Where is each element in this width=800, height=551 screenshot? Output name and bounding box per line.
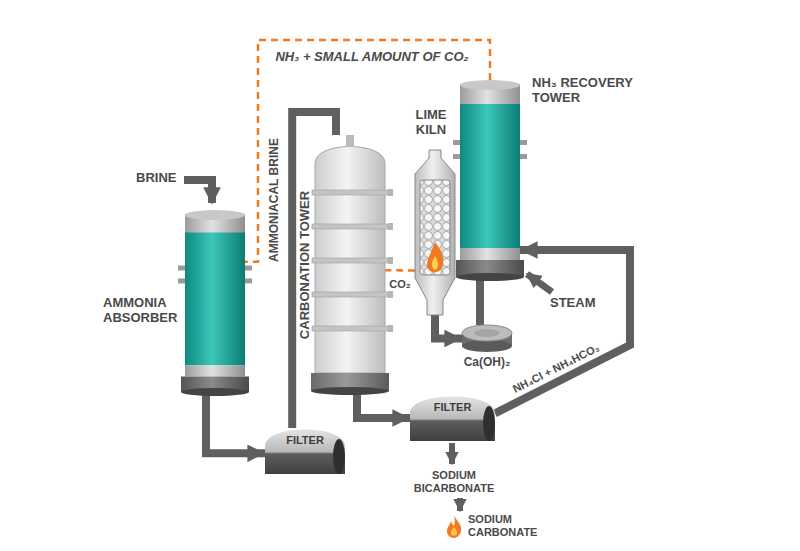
process-unit: NH₃ RECOVERY TOWER bbox=[460, 80, 520, 280]
node-label: LIME KILN bbox=[403, 108, 459, 138]
edge-label: CO₂ bbox=[387, 278, 412, 290]
product-arrow bbox=[449, 443, 455, 464]
brine-arrow bbox=[184, 180, 212, 203]
gas-line bbox=[385, 269, 415, 272]
edge-label: NH₃ + SMALL AMOUNT OF CO₂ bbox=[273, 50, 470, 64]
kiln-shape bbox=[415, 150, 455, 315]
pipe bbox=[357, 395, 410, 418]
tank: Ca(OH)₂ bbox=[462, 325, 512, 352]
filter-unit: FILTER bbox=[410, 395, 495, 441]
process-unit: CARBONATION TOWER bbox=[315, 135, 385, 395]
tower-shape bbox=[185, 210, 245, 395]
edge-label: NH₄Cl + NH₄HCO₃ bbox=[509, 340, 603, 395]
steam-arrow bbox=[527, 274, 552, 292]
stream-label: STEAM bbox=[550, 296, 596, 311]
edge-label: AMMONIACAL BRINE bbox=[268, 136, 281, 264]
carb-shape bbox=[315, 135, 385, 395]
process-unit: LIME KILN bbox=[415, 150, 455, 315]
node-label: FILTER bbox=[265, 434, 345, 447]
tank-shape bbox=[462, 325, 512, 352]
node-label: AMMONIA ABSORBER bbox=[103, 296, 181, 326]
node-label: Ca(OH)₂ bbox=[452, 356, 522, 370]
pipe bbox=[206, 395, 265, 453]
stream-label: BRINE bbox=[136, 171, 176, 186]
pipe bbox=[435, 315, 462, 339]
stream-label: SODIUM CARBONATE bbox=[468, 513, 560, 538]
process-unit: AMMONIA ABSORBER bbox=[185, 210, 245, 395]
filter-unit: FILTER bbox=[265, 428, 345, 474]
product-arrow bbox=[457, 498, 463, 511]
node-label: FILTER bbox=[410, 401, 495, 414]
pipe bbox=[476, 280, 484, 325]
node-label: CARBONATION TOWER bbox=[298, 191, 313, 339]
node-label: NH₃ RECOVERY TOWER bbox=[532, 76, 662, 106]
stream-label: SODIUM BICARBONATE bbox=[404, 469, 504, 494]
flame-icon bbox=[447, 516, 461, 538]
tower-shape bbox=[460, 80, 520, 280]
